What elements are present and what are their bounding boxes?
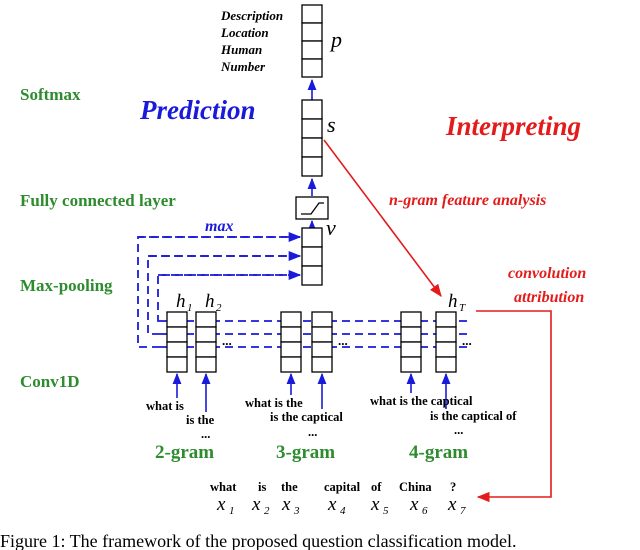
- svg-text:2: 2: [216, 302, 222, 314]
- svg-text:2-gram: 2-gram: [155, 442, 214, 463]
- attribution-label: attribution: [514, 289, 584, 306]
- svg-text:...: ...: [454, 423, 463, 437]
- svg-text:is: is: [258, 480, 266, 494]
- svg-text:1: 1: [229, 505, 235, 517]
- h-vector-1: [166, 311, 188, 373]
- p-vector: [301, 4, 323, 78]
- max-pooling-connections: [137, 231, 470, 348]
- h-vector-T: [435, 311, 457, 373]
- svg-text:x: x: [251, 494, 261, 515]
- h-vector-3: [280, 311, 302, 373]
- h-vector-2: [195, 311, 217, 373]
- h-vector-5: [400, 311, 422, 373]
- sentence-words: what is the capital of China ?: [210, 480, 456, 494]
- svg-text:x: x: [370, 494, 380, 515]
- ngram-group-2: what is is the ... 2-gram: [146, 399, 215, 463]
- svg-text:x: x: [327, 494, 337, 515]
- figure-caption: Figure 1: The framework of the proposed …: [0, 531, 517, 550]
- h-vectors: [166, 311, 457, 373]
- max-pooling-layer-label: Max-pooling: [20, 276, 113, 295]
- conv-input-arrows: [172, 372, 451, 412]
- svg-text:capital: capital: [324, 480, 361, 494]
- svg-text:6: 6: [422, 505, 428, 517]
- softmax-layer-label: Softmax: [20, 85, 81, 104]
- svg-text:what is: what is: [146, 399, 184, 413]
- svg-text:the: the: [281, 480, 298, 494]
- ngram-group-3: what is the is the captical ... 3-gram: [245, 396, 343, 463]
- ellipsis-3gram: ...: [338, 333, 348, 348]
- svg-text:of: of: [371, 480, 382, 494]
- activation-box: [295, 196, 329, 220]
- ellipsis-4gram: ...: [462, 333, 472, 348]
- class-human: Human: [220, 42, 262, 57]
- svg-text:what: what: [210, 480, 237, 494]
- convolution-label: convolution: [508, 265, 586, 282]
- ngram-feature-analysis-label: n-gram feature analysis: [389, 192, 546, 209]
- svg-text:3: 3: [293, 505, 300, 517]
- svg-text:...: ...: [201, 427, 210, 441]
- v-vector: [301, 227, 323, 286]
- s-vector: [301, 99, 323, 177]
- class-location: Location: [220, 25, 269, 40]
- h-vector-4: [311, 311, 333, 373]
- svg-text:3-gram: 3-gram: [276, 442, 335, 463]
- svg-text:x: x: [409, 494, 419, 515]
- sentence-variables: x 1 x 2 x 3 x 4 x 5 x 6 x 7: [216, 494, 466, 517]
- svg-text:China: China: [399, 480, 432, 494]
- svg-text:x: x: [216, 494, 226, 515]
- svg-text:what is the: what is the: [245, 396, 303, 410]
- svg-text:1: 1: [187, 302, 193, 314]
- ngram-group-4: what is the captical is the captical of …: [370, 394, 517, 463]
- ellipsis-2gram: ...: [222, 333, 232, 348]
- svg-text:5: 5: [383, 505, 389, 517]
- svg-text:...: ...: [308, 425, 317, 439]
- v-label: v: [326, 215, 336, 240]
- svg-text:x: x: [281, 494, 291, 515]
- svg-text:4: 4: [340, 505, 346, 517]
- hT-label: h T: [448, 291, 466, 314]
- svg-text:7: 7: [460, 505, 466, 517]
- p-label: p: [329, 27, 342, 52]
- svg-text:n-gram feature analysis: n-gram feature analysis: [389, 192, 546, 209]
- max-label: max: [205, 218, 233, 235]
- prediction-heading: Prediction: [139, 95, 256, 125]
- interpreting-heading: Interpreting: [445, 111, 581, 141]
- h1-label: h 1: [176, 291, 193, 314]
- red-arrow-hT-to-x7: [476, 310, 552, 503]
- svg-text:2: 2: [264, 505, 270, 517]
- class-description: Description: [220, 8, 283, 23]
- svg-text:T: T: [459, 302, 466, 314]
- svg-text:h: h: [448, 291, 458, 312]
- fully-connected-layer-label: Fully connected layer: [20, 191, 176, 210]
- output-classes: Description Location Human Number: [220, 8, 283, 74]
- conv1d-layer-label: Conv1D: [20, 372, 80, 391]
- s-label: s: [327, 112, 336, 137]
- class-number: Number: [220, 59, 266, 74]
- red-arrow-s-to-hT: [323, 139, 442, 298]
- svg-text:is the: is the: [186, 413, 215, 427]
- svg-text:4-gram: 4-gram: [409, 442, 468, 463]
- svg-text:is the captical: is the captical: [270, 410, 343, 424]
- svg-text:is the captical of: is the captical of: [430, 409, 517, 423]
- svg-text:?: ?: [450, 480, 456, 494]
- svg-text:x: x: [447, 494, 457, 515]
- svg-text:what is the captical: what is the captical: [370, 394, 473, 408]
- h2-label: h 2: [205, 291, 222, 314]
- svg-text:h: h: [205, 291, 215, 312]
- svg-text:h: h: [176, 291, 186, 312]
